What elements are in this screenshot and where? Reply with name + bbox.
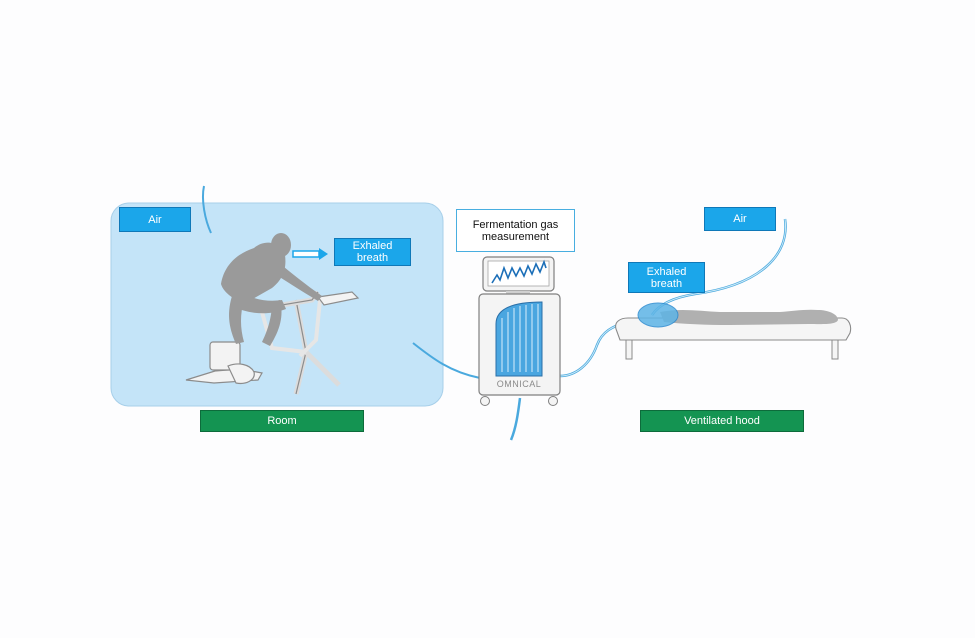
device-monitor-screen — [487, 260, 550, 287]
bike-frame-rear — [304, 350, 341, 387]
cyclist-rear-leg — [229, 296, 244, 344]
device-filter-panel — [495, 301, 543, 377]
hood-air-label: Air — [704, 207, 776, 231]
bike-roller — [227, 363, 255, 385]
device-brand-text: OMNICAL — [497, 379, 542, 389]
exhaled-breath-arrow — [292, 248, 328, 260]
bed-leg-left — [625, 339, 633, 360]
bike-frame-diagonal — [260, 311, 307, 354]
cyclist-arm — [272, 262, 322, 301]
room-label: Room — [200, 410, 364, 432]
device-wheel-right — [548, 396, 558, 406]
measurement-device: OMNICAL — [478, 256, 561, 406]
bike-stem — [298, 299, 322, 358]
device-exhaust-tube — [509, 397, 522, 441]
cyclist-torso — [221, 242, 286, 304]
room-air-label: Air — [119, 207, 191, 232]
ventilated-hood-label: Ventilated hood — [640, 410, 804, 432]
device-monitor-graph — [491, 259, 547, 284]
ventilated-hood-dome — [637, 302, 679, 328]
bike-console — [316, 291, 360, 306]
device-monitor-neck — [506, 291, 530, 294]
hood-exhaled-breath-label: Exhaled breath — [628, 262, 705, 293]
exercise-bike — [185, 290, 360, 395]
lying-patient — [660, 309, 838, 325]
bike-flywheel-housing — [209, 341, 241, 371]
room-air-inflow-line — [201, 185, 212, 234]
room-exhaled-breath-label: Exhaled breath — [334, 238, 411, 266]
bed-leg-right — [831, 339, 839, 360]
fermentation-gas-label: Fermentation gas measurement — [456, 209, 575, 252]
cyclist-front-leg — [262, 300, 282, 346]
room-to-device-tube — [412, 342, 481, 379]
cyclist-silhouette — [221, 233, 322, 346]
device-filter-lines — [501, 304, 539, 372]
device-wheel-left — [480, 396, 490, 406]
